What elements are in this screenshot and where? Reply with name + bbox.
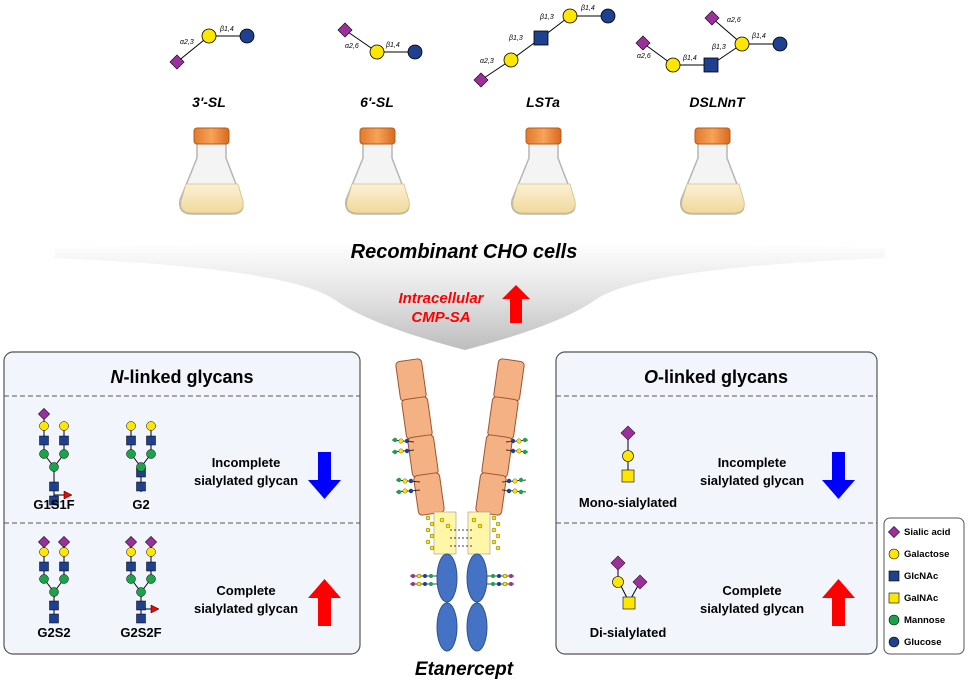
glycan-g1s1f (37, 407, 73, 506)
linkage-label: β1,4 (385, 42, 400, 49)
cmp-line2: CMP-SA (411, 309, 470, 326)
legend-label: Glucose (904, 637, 942, 648)
glycan-g2s2 (37, 535, 71, 624)
galactose-icon (734, 36, 750, 52)
sialic-acid-icon (887, 525, 901, 539)
galactose-icon (369, 44, 385, 60)
flask-1 (179, 127, 244, 215)
sialic-acid-icon (169, 54, 185, 70)
name-dslnnt: DSLNnT (689, 94, 746, 110)
o-panel-title: O-linked glycans (644, 367, 788, 387)
n-glycan-sketch-left-upper (391, 437, 415, 455)
glucose-icon (888, 636, 900, 648)
flask-4 (680, 127, 745, 215)
glucose-icon (407, 44, 423, 60)
sialic-acid-icon (337, 22, 353, 38)
n-incomplete-line2: sialylated glycan (194, 473, 298, 488)
linkage-label: β1,4 (751, 33, 766, 40)
galactose-icon (503, 52, 519, 68)
etanercept-structure (391, 358, 529, 652)
up-arrow-icon (822, 579, 855, 626)
legend: Sialic acid Galactose GlcNAc GalNAc Mann… (883, 517, 965, 655)
galactose-icon (201, 28, 217, 44)
structure-6sl: α2,6 β1,4 (337, 22, 423, 60)
linkage-label: β1,3 (711, 44, 726, 51)
galactose-icon (665, 57, 681, 73)
galnac-icon (888, 592, 900, 604)
down-arrow-icon (822, 452, 855, 499)
glycan-di-sialylated (610, 555, 648, 610)
name-3sl: 3'-SL (192, 94, 226, 110)
linkage-label: β1,4 (682, 55, 697, 62)
n-panel-title: N-linked glycans (110, 367, 253, 387)
glucose-icon (600, 8, 616, 24)
n-complete-line1: Complete (216, 583, 275, 598)
n-glycan-sketch-right-lower (501, 477, 527, 495)
di-sialylated-label: Di-sialylated (590, 625, 667, 640)
cmp-line1: Intracellular (398, 290, 484, 307)
linkage-label: α2,3 (480, 58, 494, 65)
glycan-g2s2f (124, 535, 160, 624)
cells-label: Recombinant CHO cells (351, 241, 578, 263)
linkage-label: β1,4 (219, 26, 234, 33)
legend-label: Mannose (904, 615, 945, 626)
fc-glycan-sketch (410, 573, 514, 587)
linkage-label: α2,6 (345, 43, 359, 50)
name-lsta: LSTa (526, 94, 560, 110)
linkage-label: α2,3 (180, 39, 194, 46)
glycan-label-g2s2f: G2S2F (120, 625, 161, 640)
sialic-acid-icon (473, 72, 489, 88)
linkage-label: β1,4 (580, 5, 595, 12)
n-glycan-sketch-right-upper (505, 437, 529, 455)
o-incomplete-line2: sialylated glycan (700, 473, 804, 488)
n-complete-line2: sialylated glycan (194, 601, 298, 616)
structure-3sl: α2,3 β1,4 (169, 26, 255, 70)
o-linked-panel: O-linked glycans Mono-sialylated Di-sial… (555, 351, 878, 655)
glucose-icon (772, 36, 788, 52)
glcnac-icon (703, 57, 719, 73)
name-6sl: 6'-SL (360, 94, 394, 110)
glycan-g2 (126, 421, 156, 492)
linkage-label: β1,3 (508, 35, 523, 42)
funnel-shape (55, 242, 885, 350)
n-linked-panel: N-linked glycans G1S1F (3, 351, 361, 655)
legend-label: Galactose (904, 549, 949, 560)
glcnac-icon (533, 30, 549, 46)
o-incomplete-line1: Incomplete (718, 455, 787, 470)
glcnac-icon (888, 570, 900, 582)
linkage-label: α2,6 (727, 17, 741, 24)
linkage-label: β1,3 (539, 14, 554, 21)
flask-2 (345, 127, 410, 215)
structure-dslnnt: α2,6 α2,6 β1,4 β1,3 β1,4 (635, 10, 788, 73)
galactose-icon (562, 8, 578, 24)
down-arrow-icon (308, 452, 341, 499)
protein-label: Etanercept (415, 659, 514, 680)
glycan-mono-sialylated (620, 425, 636, 483)
linkage-label: α2,6 (637, 53, 651, 60)
o-complete-line1: Complete (722, 583, 781, 598)
structure-lsta: α2,3 β1,3 β1,3 β1,4 (473, 5, 616, 88)
up-arrow-icon (308, 579, 341, 626)
glycan-label-g1s1f: G1S1F (33, 497, 74, 512)
o-complete-line2: sialylated glycan (700, 601, 804, 616)
legend-label: Sialic acid (904, 527, 951, 538)
mannose-icon (888, 614, 900, 626)
n-glycan-sketch-left-lower (395, 477, 421, 495)
sialic-acid-icon (704, 10, 720, 26)
flask-3 (511, 127, 576, 215)
legend-label: GlcNAc (904, 571, 938, 582)
mono-sialylated-label: Mono-sialylated (579, 495, 677, 510)
sialic-acid-icon (635, 35, 651, 51)
up-arrow-icon (502, 285, 530, 323)
glycan-label-g2: G2 (132, 497, 149, 512)
legend-label: GalNAc (904, 593, 938, 604)
glycan-label-g2s2: G2S2 (37, 625, 70, 640)
glucose-icon (239, 28, 255, 44)
galactose-icon (888, 548, 900, 560)
n-incomplete-line1: Incomplete (212, 455, 281, 470)
